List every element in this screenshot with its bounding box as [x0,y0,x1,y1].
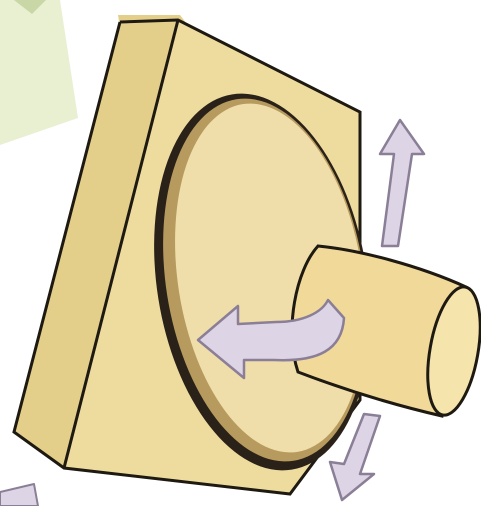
bearing-diagram [0,0,481,506]
diagram-canvas [0,0,481,506]
